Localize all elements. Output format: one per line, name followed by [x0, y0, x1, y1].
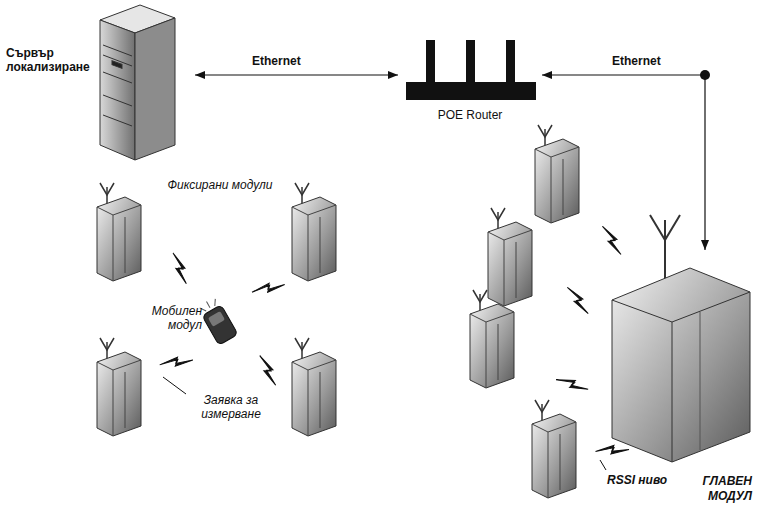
- module-edge: [488, 230, 532, 306]
- fixed-module: [532, 400, 576, 498]
- fixed-module: [488, 208, 532, 306]
- node-label: ГЛАВЕН МОДУЛ: [682, 474, 752, 503]
- node-label: Мобилен модул: [138, 304, 202, 333]
- node-label: Сървър локализиране: [6, 46, 101, 75]
- server-led: [112, 61, 122, 69]
- ethernet-link: [195, 74, 398, 75]
- leader-line: [163, 377, 186, 394]
- antenna: [491, 208, 505, 220]
- radio-link: [160, 348, 193, 377]
- main-module-icon: [612, 215, 750, 462]
- server-bay: [103, 45, 132, 56]
- main-module-seam: [700, 312, 701, 450]
- callout-label: RSSI ниво: [607, 473, 679, 487]
- antenna: [650, 215, 680, 240]
- radio-link: [596, 436, 629, 464]
- main-module-body: [612, 268, 750, 462]
- ethernet-link: [542, 75, 705, 250]
- antenna: [295, 183, 309, 195]
- radio-link: [561, 287, 595, 313]
- server-bay: [103, 95, 132, 106]
- radio-link: [251, 356, 284, 385]
- main-module-edge: [672, 322, 673, 462]
- module-body: [532, 414, 576, 498]
- module-edge: [97, 360, 141, 436]
- module-edge: [532, 422, 576, 498]
- module-body: [470, 304, 514, 388]
- antenna: [473, 290, 487, 302]
- router-antenna: [466, 40, 475, 84]
- fixed-modules: [97, 125, 579, 498]
- fixed-module: [470, 290, 514, 388]
- module-body: [292, 352, 336, 436]
- module-body: [97, 197, 141, 281]
- mobile-body: [202, 305, 238, 345]
- module-edge: [292, 205, 336, 281]
- module-body: [292, 197, 336, 281]
- radio-link: [595, 226, 628, 254]
- router-antenna: [426, 40, 435, 84]
- mobile-module-node: Мобилен модул: [138, 292, 240, 350]
- router-icon: [406, 40, 536, 100]
- radio-link: [163, 253, 196, 284]
- fixed-module: [292, 183, 336, 281]
- group-label: Фиксирани модули: [150, 178, 290, 192]
- antenna: [295, 338, 309, 350]
- leader-line: [600, 460, 606, 470]
- mobile-module-icon: [197, 296, 238, 345]
- callout-label: Заявка за измерване: [190, 393, 272, 422]
- server-node: Сървър локализиране: [4, 4, 195, 164]
- edge-label: Ethernet: [252, 54, 301, 68]
- router-body: [406, 82, 536, 100]
- fixed-module: [97, 338, 141, 436]
- server-bay: [103, 72, 132, 83]
- mobile-screen: [208, 311, 225, 327]
- main-module-edge: [612, 292, 750, 322]
- server-front: [100, 20, 135, 160]
- fixed-module: [97, 183, 141, 281]
- antenna: [535, 400, 549, 412]
- router-antenna: [506, 40, 515, 84]
- node-label: POE Router: [398, 108, 542, 122]
- server-bay: [103, 115, 132, 126]
- radio-links: [160, 226, 629, 464]
- module-edge: [470, 312, 514, 388]
- radio-link: [252, 273, 285, 304]
- radio-link: [556, 375, 588, 395]
- module-body: [97, 352, 141, 436]
- module-edge: [535, 147, 579, 223]
- module-edge: [97, 205, 141, 281]
- module-body: [535, 139, 579, 223]
- server-side: [135, 18, 175, 160]
- antenna: [100, 183, 114, 195]
- antenna: [100, 338, 114, 350]
- antenna: [664, 220, 666, 285]
- server-icon: [100, 5, 175, 160]
- fixed-module: [292, 338, 336, 436]
- router-node: POE Router: [398, 34, 542, 128]
- antenna: [538, 125, 552, 137]
- fixed-module: [535, 125, 579, 223]
- module-edge: [292, 360, 336, 436]
- main-module-node: ГЛАВЕН МОДУЛ: [598, 250, 754, 505]
- edge-label: Ethernet: [612, 54, 661, 68]
- module-body: [488, 222, 532, 306]
